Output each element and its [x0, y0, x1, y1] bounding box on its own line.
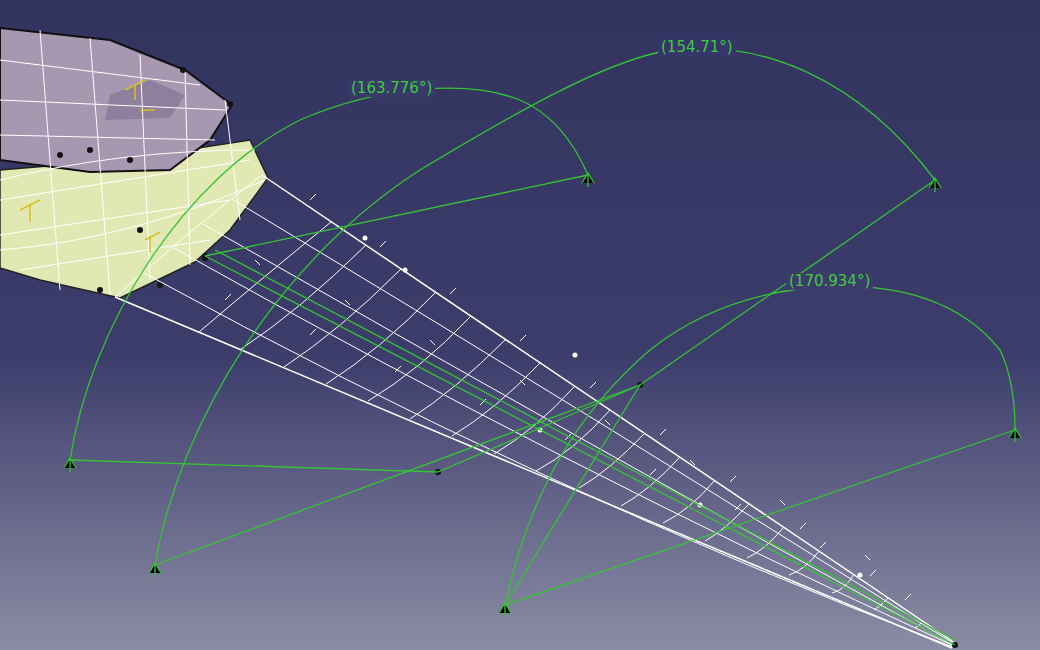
fuselage-top: [0, 28, 232, 172]
dimension-ticks: [64, 173, 1021, 617]
angle-value: (154.71°): [658, 39, 736, 56]
angle-value: (170.934°): [786, 273, 873, 290]
fuselage-points: [57, 67, 233, 293]
fuselage-shade: [105, 80, 185, 120]
axis-symbol: [20, 80, 160, 252]
wing-ticks: [225, 194, 911, 600]
angle-value: (163.776°): [348, 80, 435, 97]
wing-wireframe: [115, 175, 958, 648]
wing-vertices: [202, 253, 958, 648]
angle-dimension: [70, 48, 1015, 645]
fuselage: [0, 28, 268, 298]
